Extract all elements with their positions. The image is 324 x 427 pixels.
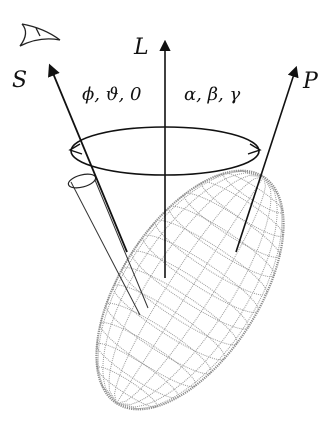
longitude-line — [113, 176, 264, 404]
longitude-line — [95, 170, 264, 404]
cone-lines — [70, 179, 149, 316]
latitude-line — [96, 343, 179, 399]
longitude-line — [116, 176, 264, 404]
P-label: P — [302, 69, 319, 94]
eye-icon — [19, 23, 61, 47]
longitude-line — [116, 176, 283, 410]
longitude-line — [97, 170, 264, 404]
longitude-line — [116, 176, 278, 408]
ellipsoid-mesh — [95, 169, 285, 411]
latitude-line — [121, 267, 238, 346]
angles-left-label: ϕ, ϑ, 0 — [82, 84, 141, 105]
ring-arrow-left — [68, 143, 83, 155]
longitude-line — [116, 176, 267, 404]
longitude-line — [102, 172, 264, 404]
longitude-line — [116, 176, 272, 406]
ellipsoid-longitude-lines — [95, 170, 283, 410]
latitude-line — [112, 284, 226, 361]
S-axis-arrow — [48, 63, 128, 253]
ring-arrow-right — [247, 143, 262, 155]
L-label: L — [133, 35, 149, 60]
small-cone-ring — [67, 173, 97, 189]
angles-right-label: α, β, γ — [184, 84, 240, 105]
P-axis-arrow — [235, 65, 299, 253]
latitude-line — [131, 250, 249, 330]
longitude-line — [108, 174, 264, 404]
S-label: S — [12, 68, 27, 93]
